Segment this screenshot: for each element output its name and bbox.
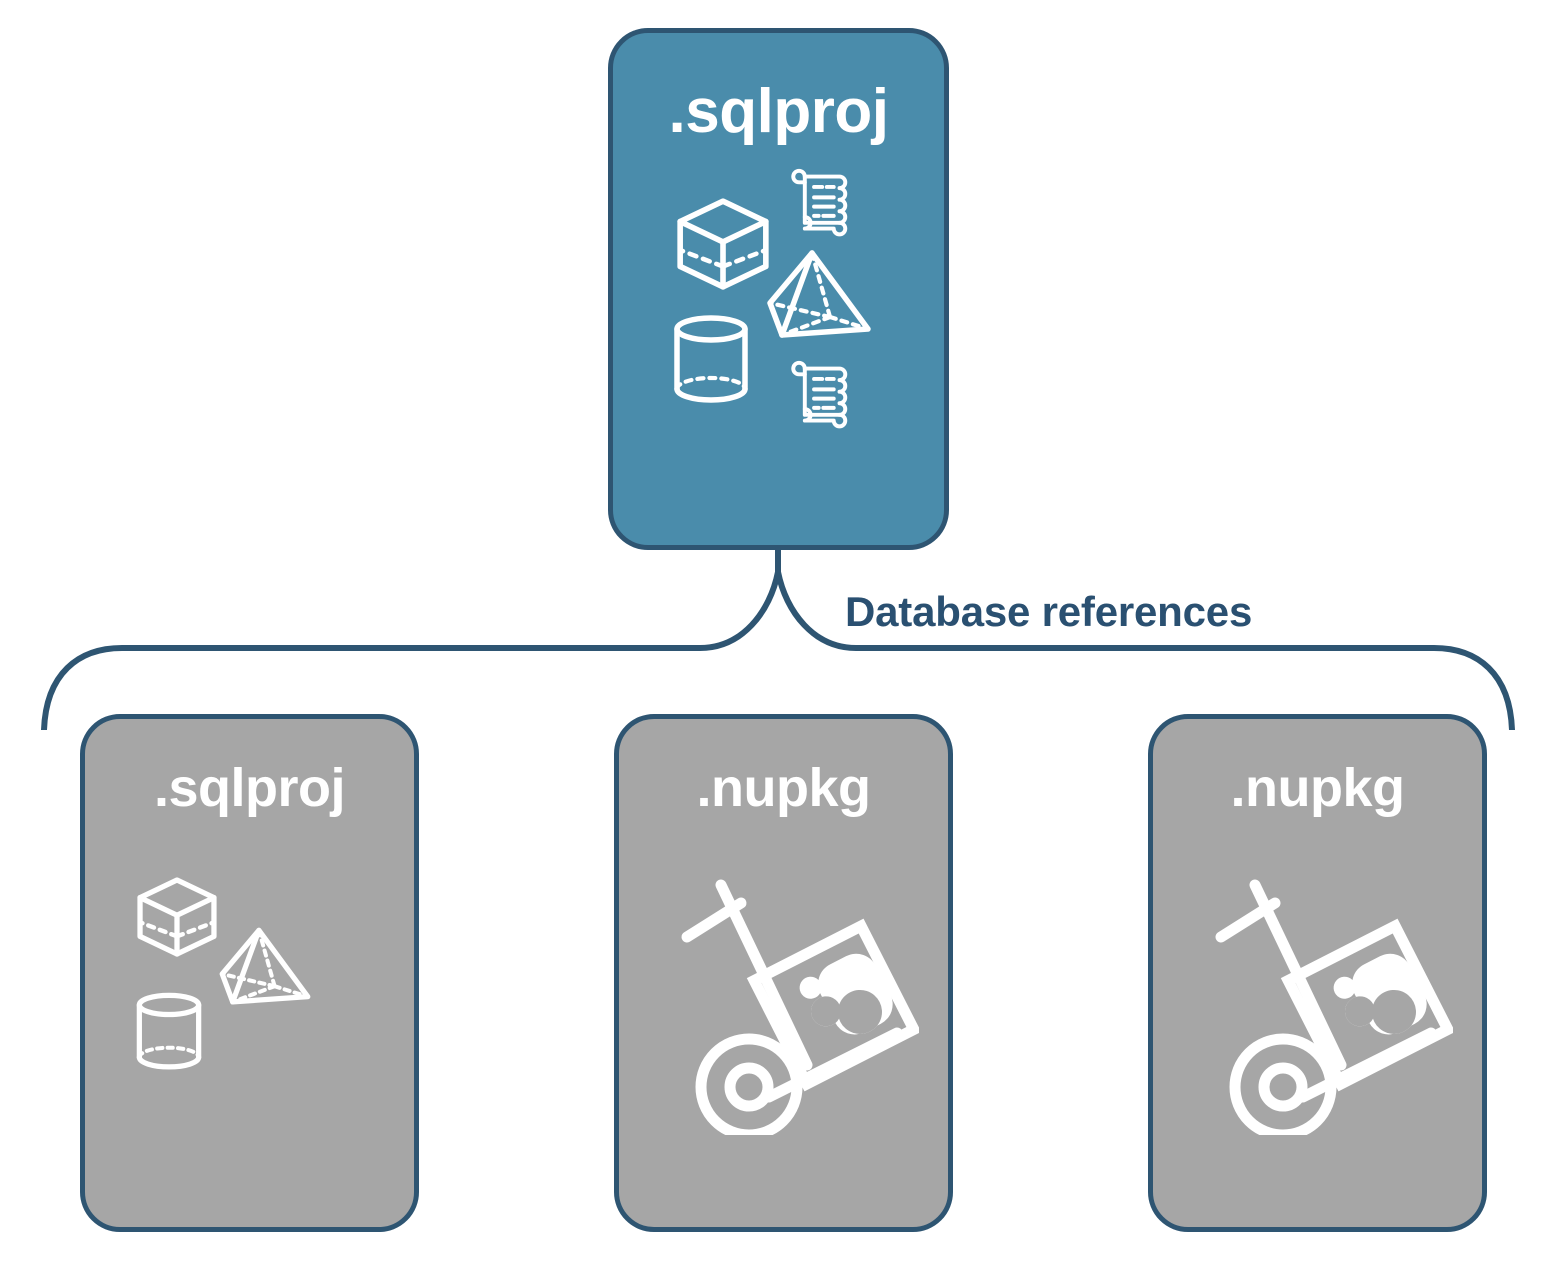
node-reference-nupkg-2[interactable]: .nupkg	[1148, 714, 1487, 1232]
nuget-package-icon	[746, 918, 919, 1092]
nuget-package-icon	[1280, 918, 1453, 1092]
scroll-script-icon	[790, 168, 847, 237]
pyramid-wireframe-icon	[219, 927, 310, 1005]
node-reference-nupkg-1[interactable]: .nupkg	[614, 714, 953, 1232]
pyramid-wireframe-icon	[766, 250, 871, 338]
cylinder-wireframe-icon	[136, 992, 201, 1070]
cube-wireframe-icon	[676, 198, 769, 290]
hand-truck-icon	[681, 879, 919, 1135]
node-reference-sqlproj[interactable]: .sqlproj	[80, 714, 419, 1232]
hand-truck-icon	[1215, 879, 1453, 1135]
cylinder-wireframe-icon	[673, 315, 748, 403]
node-root-label: .sqlproj	[668, 77, 889, 146]
scroll-script-icon	[790, 360, 847, 429]
node-reference-label: .nupkg	[696, 758, 871, 818]
database-references-brace	[41, 547, 1515, 730]
node-root-icon-group	[664, 161, 894, 431]
brace-label: Database references	[845, 588, 1253, 635]
cube-wireframe-icon	[136, 877, 217, 957]
node-reference-label: .sqlproj	[153, 758, 346, 818]
node-root-sqlproj[interactable]: .sqlproj	[608, 28, 949, 550]
node-reference-icon-group	[1173, 835, 1463, 1135]
node-reference-icon-group	[105, 835, 395, 1135]
node-reference-label: .nupkg	[1230, 758, 1405, 818]
node-reference-icon-group	[639, 835, 929, 1135]
